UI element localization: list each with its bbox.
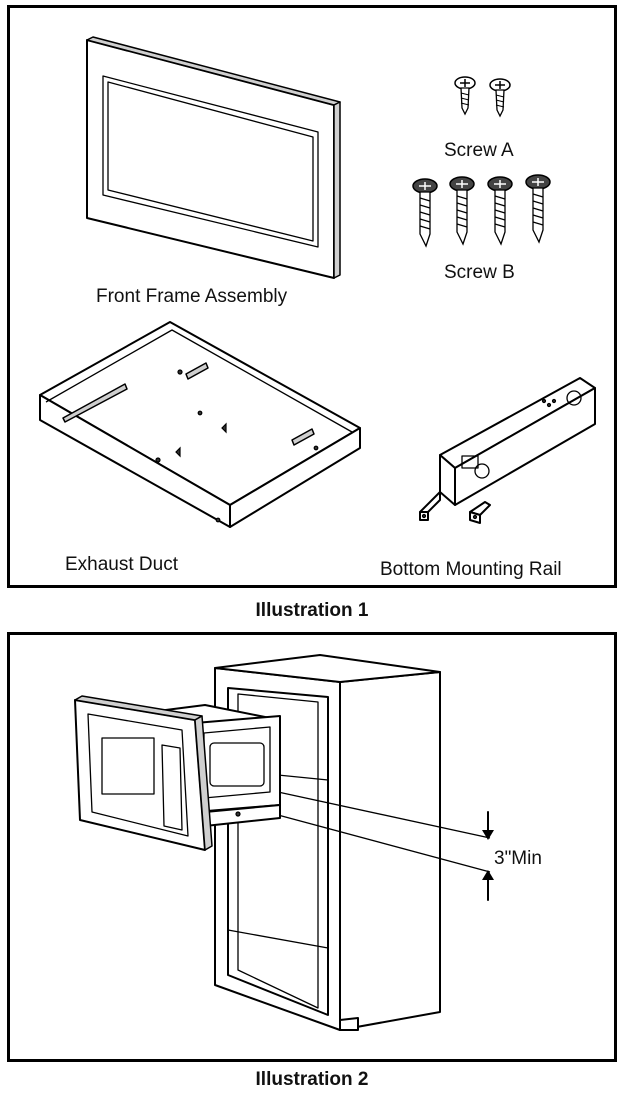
illustration-1-drawing xyxy=(39,36,596,528)
clearance-label: 3"Min xyxy=(494,848,542,869)
bottom-rail-label: Bottom Mounting Rail xyxy=(380,559,562,580)
exhaust-duct xyxy=(39,321,361,528)
illustration-1-caption: Illustration 1 xyxy=(255,600,369,621)
cabinet xyxy=(214,654,441,1031)
microwave-with-trim xyxy=(74,695,281,851)
screw-a-icon xyxy=(454,76,511,118)
clearance-lines xyxy=(277,791,494,901)
screw-a-label: Screw A xyxy=(444,140,514,161)
bottom-mounting-rail xyxy=(419,377,596,524)
illustration-2-caption: Illustration 2 xyxy=(255,1069,369,1090)
front-frame-assembly xyxy=(86,36,341,279)
exhaust-duct-label: Exhaust Duct xyxy=(65,554,178,575)
front-frame-label: Front Frame Assembly xyxy=(96,286,288,307)
screw-b-icon xyxy=(412,174,551,248)
screw-b-label: Screw B xyxy=(444,262,515,283)
